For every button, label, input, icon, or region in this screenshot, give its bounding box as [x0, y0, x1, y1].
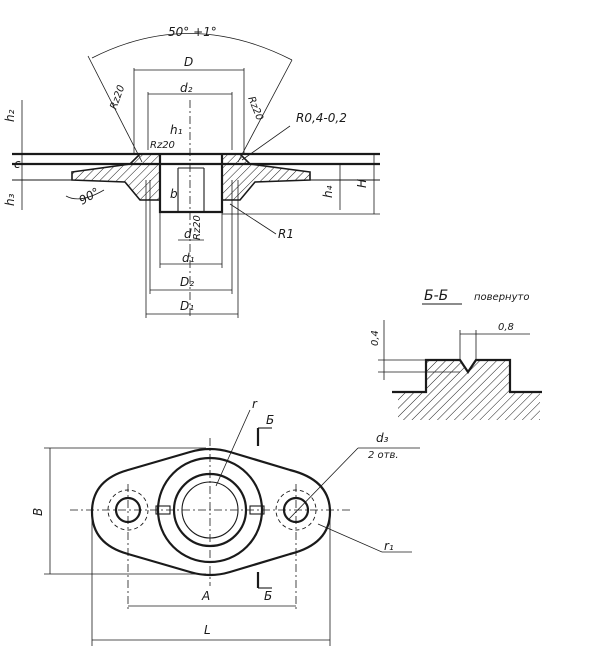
- label-r1: r₁: [384, 539, 394, 553]
- label-d: d: [184, 227, 192, 241]
- angle-arc: [91, 33, 293, 61]
- d3-leader: [287, 447, 359, 521]
- cut-label-top: Б: [266, 413, 274, 427]
- label-h2: h₂: [3, 109, 17, 122]
- r1-leader: [317, 523, 383, 553]
- angle-label: 50° +1°: [168, 25, 217, 39]
- r-leader: [215, 409, 251, 487]
- label-d1: d₁: [182, 251, 195, 265]
- label-h3: h₃: [3, 193, 17, 206]
- flange-outline: [90, 447, 332, 577]
- label-04: 0,4: [370, 330, 381, 346]
- angle-line-right: [237, 59, 293, 163]
- label-L: L: [204, 623, 211, 637]
- label-H: H: [355, 179, 369, 188]
- flange-right-section: [221, 153, 311, 201]
- label-c: c: [14, 157, 21, 171]
- angle90-arc: [65, 189, 105, 200]
- angle-line-left: [87, 55, 143, 163]
- label-h1: h₁: [170, 123, 183, 137]
- R1-leader: [229, 203, 277, 235]
- label-A: A: [201, 589, 210, 603]
- label-D: D: [184, 55, 193, 69]
- label-D1: D₁: [180, 299, 194, 313]
- cut-label-bottom: Б: [264, 589, 272, 603]
- label-b: b: [170, 187, 178, 201]
- hub-outline: [158, 154, 224, 214]
- section-view: 50° +1° D d₂ Rz20 Rz20 Rz20 Rz20 R0,4-0,…: [3, 25, 380, 318]
- label-rz-left: Rz20: [108, 84, 127, 111]
- label-B: B: [31, 508, 45, 516]
- section-title: Б-Б: [424, 288, 448, 304]
- label-d3: d₃: [376, 431, 389, 445]
- label-rz-right: Rz20: [245, 95, 265, 122]
- label-R1: R1: [278, 227, 294, 241]
- label-h4: h₄: [321, 185, 335, 198]
- label-rz-mid: Rz20: [150, 140, 175, 151]
- label-r: r: [252, 397, 258, 411]
- label-holes: 2 отв.: [368, 450, 399, 461]
- detail-hatch: [398, 360, 540, 420]
- detail-section: Б-Б повернуто 0,4 0,8: [370, 288, 542, 420]
- detail-profile: [392, 358, 542, 394]
- label-08: 0,8: [498, 322, 514, 333]
- label-rz-low: Rz20: [192, 215, 203, 240]
- plan-view: Б Б r d₃ 2 отв. r₁ B A L: [31, 397, 420, 646]
- label-radius-tol: R0,4-0,2: [296, 111, 347, 125]
- label-d2: d₂: [180, 81, 193, 95]
- label-D2: D₂: [180, 275, 194, 289]
- section-note: повернуто: [474, 292, 529, 303]
- label-90: 90°: [77, 185, 102, 208]
